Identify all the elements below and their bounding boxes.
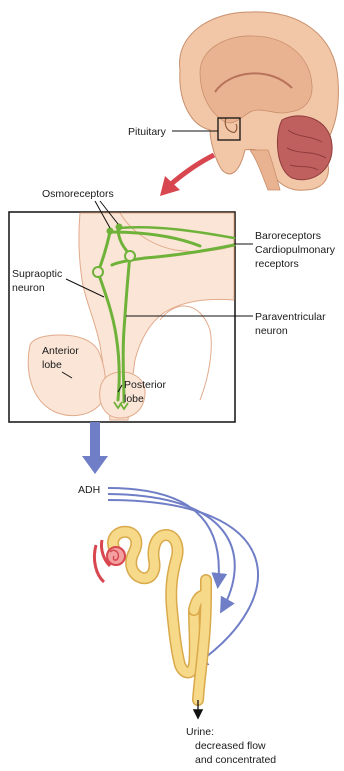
nephron [113, 532, 206, 700]
inset-panel [9, 212, 235, 422]
cerebellum [277, 116, 332, 180]
blue-arrow-head [82, 456, 108, 474]
supraoptic-neuron-label: neuron [12, 282, 45, 294]
urine-flow-label: decreased flow [195, 740, 266, 752]
red-arrow [170, 155, 214, 185]
adh-label: ADH [78, 484, 100, 496]
urine-concentrated-label: and concentrated [195, 754, 276, 766]
osmoreceptors-label: Osmoreceptors [42, 188, 114, 200]
anterior-lobe-label: lobe [42, 359, 62, 371]
paraventricular-neuron-label: neuron [255, 325, 288, 337]
adh-arrow-3 [108, 500, 258, 665]
paraventricular-label: Paraventricular [255, 311, 326, 323]
paraventricular-cell [125, 251, 135, 261]
osmoreceptor-cell-1 [107, 228, 114, 235]
receptors-label: receptors [255, 258, 299, 270]
blue-arrow-shaft [90, 422, 100, 458]
urine-label: Urine: [186, 726, 214, 738]
supraoptic-cell [93, 267, 103, 277]
pituitary-label: Pituitary [128, 126, 167, 138]
supraoptic-label: Supraoptic [12, 268, 62, 280]
cardiopulmonary-label: Cardiopulmonary [255, 244, 336, 256]
osmoreceptor-cell-2 [116, 224, 123, 231]
baroreceptors-label: Baroreceptors [255, 230, 321, 242]
anterior-label: Anterior [42, 345, 79, 357]
posterior-lobe-label: lobe [124, 393, 144, 405]
posterior-label: Posterior [124, 379, 167, 391]
